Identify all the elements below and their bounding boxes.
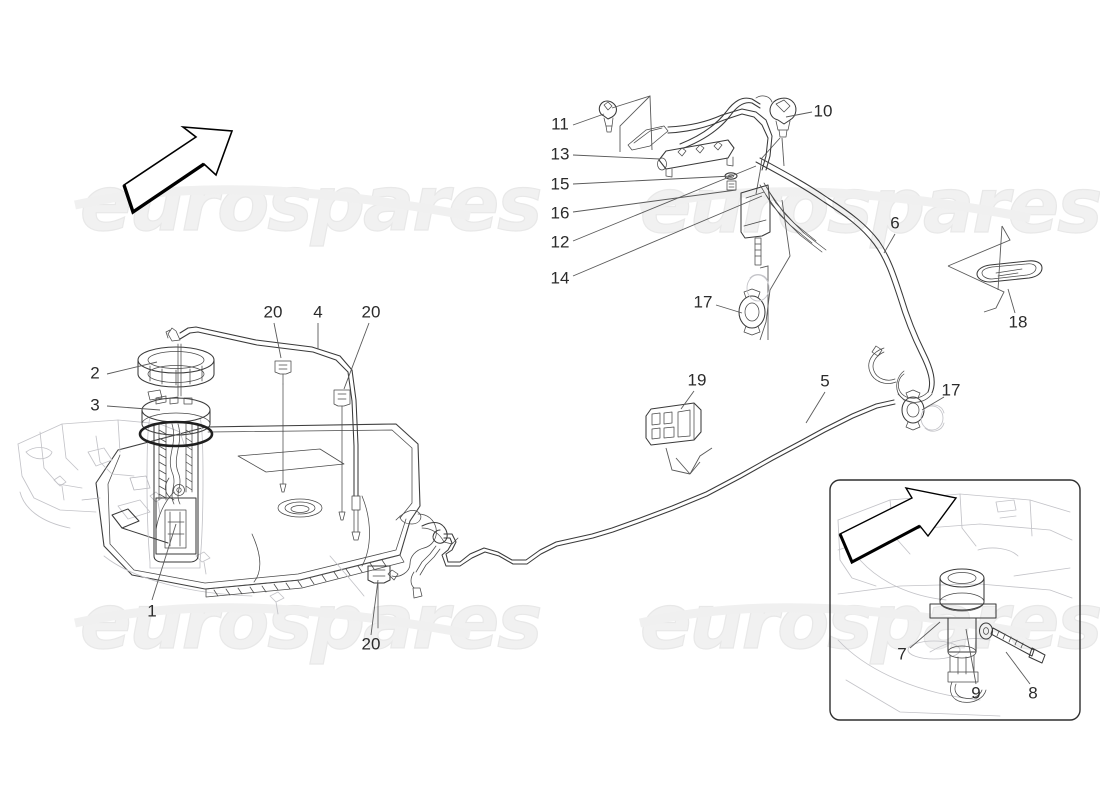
callout-number-19: 19: [688, 370, 707, 389]
part-5-main-fuel-line: [410, 399, 896, 599]
callout-leader-6: [883, 233, 896, 254]
callout-leader-13: [572, 154, 661, 160]
callout-number-15: 15: [551, 174, 570, 193]
svg-text:eurospares: eurospares: [640, 161, 1100, 250]
callout-number-9: 9: [971, 683, 980, 702]
watermark: eurospares: [639, 160, 1100, 251]
part-2-lock-ring: [137, 346, 215, 388]
leader-lines: [106, 111, 1031, 685]
callout-number-20: 20: [362, 634, 381, 653]
part-20-clip: [367, 565, 391, 629]
callout-leader-20: [370, 579, 379, 636]
callout-number-20: 20: [362, 302, 381, 321]
callout-leader-12: [572, 165, 757, 242]
callout-leader-17: [715, 304, 743, 314]
callout-number-6: 6: [890, 213, 899, 232]
part-8-bolt: [990, 627, 1046, 664]
callout-number-10: 10: [814, 101, 833, 120]
watermark: eurospares: [639, 576, 1100, 667]
callout-leader-7: [909, 621, 941, 649]
part-17-clamp: [901, 389, 945, 432]
part-7-valve-body: [929, 568, 997, 703]
callout-number-8: 8: [1028, 683, 1037, 702]
callout-leader-8: [1005, 651, 1031, 685]
part-3-seal-ring: [138, 420, 214, 448]
part-11-valve: [598, 100, 617, 133]
svg-text:eurospares: eurospares: [80, 577, 541, 666]
callout-leader-20: [343, 322, 370, 390]
svg-text:eurospares: eurospares: [640, 577, 1100, 666]
part-18-pad: [947, 225, 1043, 313]
callout-number-3: 3: [90, 395, 99, 414]
callout-leader-2: [106, 361, 158, 375]
part-19-clip-block: [645, 402, 713, 475]
part-12-bracket: [740, 184, 771, 239]
callout-leader-14: [572, 195, 763, 277]
callout-number-5: 5: [820, 371, 829, 390]
watermark-layer: eurospares eurospares eurospares eurospa…: [74, 158, 1100, 667]
callout-leader-16: [572, 189, 737, 213]
callout-number-14: 14: [551, 268, 570, 287]
callout-leader-3: [106, 405, 161, 411]
callout-leader-10: [785, 111, 813, 118]
callout-leader-18: [1007, 288, 1016, 314]
callout-leader-20: [273, 322, 282, 359]
callout-number-2: 2: [90, 363, 99, 382]
callout-number-11: 11: [551, 114, 569, 133]
callout-number-20: 20: [264, 302, 283, 321]
callout-number-16: 16: [551, 203, 570, 222]
callout-leader-19: [680, 390, 695, 410]
callout-number-7: 7: [897, 644, 906, 663]
main-arrow: [122, 125, 234, 215]
part-13-fuel-rail: [657, 139, 735, 178]
part-20-clip: [333, 389, 351, 521]
callout-leader-15: [572, 175, 733, 185]
ghost-chassis: [17, 419, 285, 615]
fuel-rail-cluster: [598, 95, 827, 341]
inset-arrow: [838, 487, 958, 565]
detail-inset: [829, 479, 1081, 721]
callout-leader-11: [572, 113, 605, 126]
callout-leader-1: [151, 523, 177, 601]
watermark: eurospares: [74, 576, 543, 667]
callout-number-1: 1: [147, 601, 156, 620]
part-14-pin: [754, 237, 762, 266]
callout-number-18: 18: [1009, 312, 1028, 331]
callout-number-4: 4: [313, 302, 322, 321]
callout-number-17: 17: [942, 380, 961, 399]
part-6-vapour-line: [755, 157, 935, 403]
callout-number-12: 12: [551, 232, 570, 251]
callout-leader-17: [921, 396, 945, 411]
inset-ghost-chassis: [837, 493, 1073, 717]
part-20-clip: [274, 360, 292, 493]
part-4-vent-line: [165, 326, 361, 541]
callout-leader-5: [805, 391, 826, 424]
callout-leader-9: [965, 628, 977, 685]
fuel-pump-module: [137, 343, 215, 569]
callout-number-17: 17: [694, 292, 713, 311]
callout-number-13: 13: [551, 144, 570, 163]
part-10-valve: [769, 97, 797, 138]
